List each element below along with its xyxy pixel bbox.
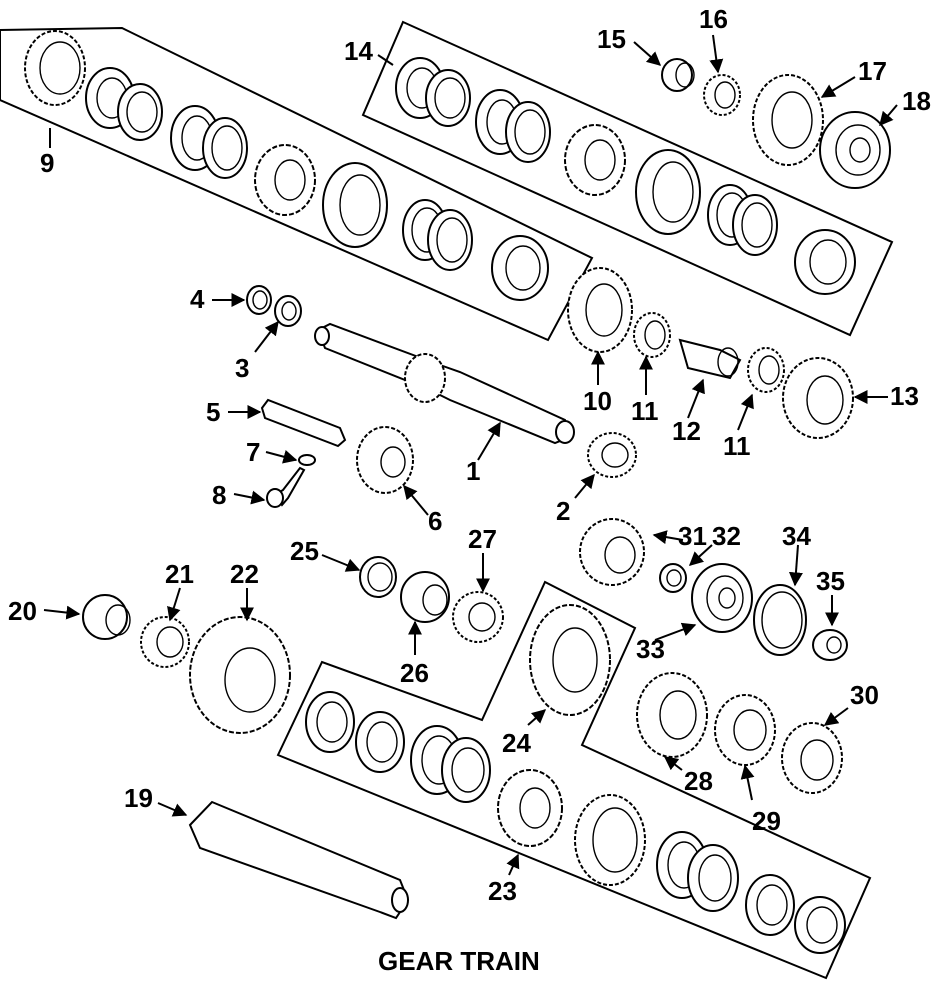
part-23-ring-b <box>355 711 405 773</box>
part-11-needle-bearing-b <box>747 347 785 393</box>
diagram-title: GEAR TRAIN <box>378 946 540 976</box>
leader-lines <box>43 34 898 876</box>
part-11-needle-bearing-a <box>633 312 671 358</box>
group-frame-14 <box>361 20 894 337</box>
callout-26: 26 <box>400 658 429 688</box>
callout-34: 34 <box>782 521 811 551</box>
part-14-ring-d <box>505 101 551 163</box>
callout-8: 8 <box>212 480 226 510</box>
callout-21: 21 <box>165 559 194 589</box>
callout-6: 6 <box>428 506 442 536</box>
callout-15: 15 <box>597 24 626 54</box>
callout-7: 7 <box>246 437 260 467</box>
part-29-gear <box>714 694 776 766</box>
callout-17: 17 <box>858 56 887 86</box>
callout-12: 12 <box>672 416 701 446</box>
callout-19: 19 <box>124 783 153 813</box>
part-27-needle-bearing <box>452 591 504 643</box>
callout-11a: 11 <box>631 396 659 426</box>
part-21-needle-bearing <box>140 616 190 668</box>
part-23-sleeve <box>574 794 646 886</box>
part-16-needle-bearing <box>703 74 741 116</box>
part-14-hub <box>564 124 626 196</box>
part-20-bushing <box>82 594 131 640</box>
callout-18: 18 <box>902 86 931 116</box>
part-14-ring-g <box>794 229 856 295</box>
part-23-ring-a <box>305 691 355 753</box>
part-24-gear <box>529 604 611 716</box>
part-23-ring-f <box>687 844 739 912</box>
callout-16: 16 <box>699 4 728 34</box>
part-15-bushing <box>661 58 695 92</box>
part-5-shaft <box>260 398 347 448</box>
part-9-sleeve <box>322 162 388 248</box>
part-14-ring-b <box>425 69 471 127</box>
part-12-bushing <box>678 338 742 380</box>
callout-31: 31 <box>678 521 707 551</box>
callout-30: 30 <box>850 680 879 710</box>
group-frame-23 <box>276 580 872 980</box>
callout-32: 32 <box>712 521 741 551</box>
part-9-ring-b <box>117 83 163 141</box>
part-35-nut <box>812 629 848 661</box>
callout-22: 22 <box>230 559 259 589</box>
callout-5: 5 <box>206 397 220 427</box>
part-9-gear <box>24 30 86 106</box>
part-31-gear <box>579 518 645 586</box>
callout-20: 20 <box>8 596 37 626</box>
part-14-ring-f <box>732 194 778 256</box>
part-23-ring-g <box>745 874 795 936</box>
part-28-gear <box>636 672 708 758</box>
part-10-gear <box>567 267 633 353</box>
part-1-input-shaft <box>314 322 575 445</box>
part-17-gear <box>752 74 824 166</box>
callout-13: 13 <box>890 381 919 411</box>
part-26-bushing <box>400 571 450 623</box>
callout-4: 4 <box>190 284 205 314</box>
callout-24: 24 <box>502 728 531 758</box>
part-3-washer <box>274 295 302 327</box>
callout-1: 1 <box>466 456 480 486</box>
callout-11b: 11 <box>723 431 751 461</box>
part-8-bolt <box>266 466 306 508</box>
part-33-bearing <box>691 563 753 633</box>
part-19-output-shaft <box>188 800 410 920</box>
part-14-sleeve <box>635 149 701 235</box>
part-4-snap-ring <box>246 285 272 315</box>
part-13-gear <box>782 357 854 439</box>
part-9-ring-d <box>202 117 248 179</box>
part-25-snap-ring <box>359 556 397 598</box>
part-18-bearing <box>819 111 891 189</box>
part-23-ring-h <box>794 896 846 954</box>
callout-14: 14 <box>344 36 373 66</box>
part-2-needle-bearing <box>587 432 637 478</box>
callout-2: 2 <box>556 496 570 526</box>
part-34-snap-ring <box>753 584 807 656</box>
part-9-hub <box>254 144 316 216</box>
callout-33: 33 <box>636 634 665 664</box>
part-6-gear <box>356 426 414 494</box>
callout-23: 23 <box>488 876 517 906</box>
part-7-washer <box>298 454 316 466</box>
part-32-washer <box>659 563 687 593</box>
part-30-gear <box>781 722 843 794</box>
part-9-ring-g <box>491 235 549 301</box>
part-23-ring-d <box>441 737 491 803</box>
part-9-ring-f <box>427 209 473 271</box>
callout-25: 25 <box>290 536 319 566</box>
callout-10: 10 <box>583 386 612 416</box>
callout-27: 27 <box>468 524 497 554</box>
callout-9: 9 <box>40 148 54 178</box>
callout-28: 28 <box>684 766 713 796</box>
part-23-hub <box>497 769 563 847</box>
callout-3: 3 <box>235 353 249 383</box>
callout-29: 29 <box>752 806 781 836</box>
part-22-gear <box>189 616 291 734</box>
callout-35: 35 <box>816 566 845 596</box>
